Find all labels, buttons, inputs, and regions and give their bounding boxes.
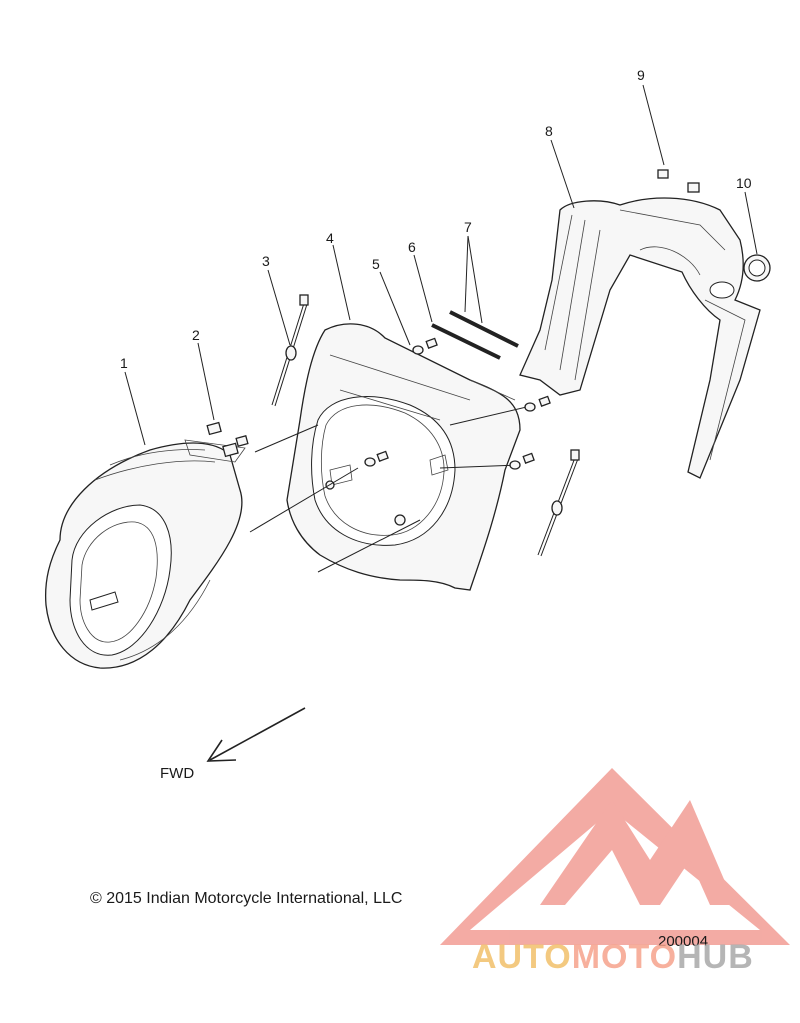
callout-7: 7: [464, 219, 472, 235]
fwd-arrow-icon: [206, 707, 306, 762]
callout-2: 2: [192, 327, 200, 343]
callout-1: 1: [120, 355, 128, 371]
callout-10: 10: [736, 175, 752, 191]
callout-5: 5: [372, 256, 380, 272]
watermark-moto: MOTO: [571, 938, 678, 976]
callout-4: 4: [326, 230, 334, 246]
part-3-cable-tie: [271, 294, 309, 407]
assembly-leader-lines: [249, 404, 536, 573]
callout-leaders: [124, 84, 758, 446]
part-5-screws: [364, 337, 551, 470]
part-6-7-seal-strips: [431, 310, 519, 360]
part-8-outer-fairing: [519, 197, 761, 479]
callout-3: 3: [262, 253, 270, 269]
part-3-cable-tie-right: [537, 449, 580, 557]
callout-9: 9: [637, 67, 645, 83]
diagram-number: 200004: [658, 933, 709, 950]
callout-6: 6: [408, 239, 416, 255]
watermark-text: AUTOMOTOHUB: [472, 938, 754, 977]
callout-8: 8: [545, 123, 553, 139]
part-2-clips: [206, 421, 249, 458]
part-1-headlight-nacelle: [44, 439, 246, 669]
watermark-logo: [440, 768, 790, 945]
watermark-auto: AUTO: [472, 938, 572, 976]
part-4-inner-fairing: [286, 323, 521, 591]
watermark-hub: HUB: [677, 938, 754, 976]
copyright-text: © 2015 Indian Motorcycle International, …: [90, 890, 403, 907]
part-10-grommet: [743, 254, 771, 282]
part-9-fasteners: [657, 169, 700, 193]
fwd-label: FWD: [160, 765, 195, 782]
